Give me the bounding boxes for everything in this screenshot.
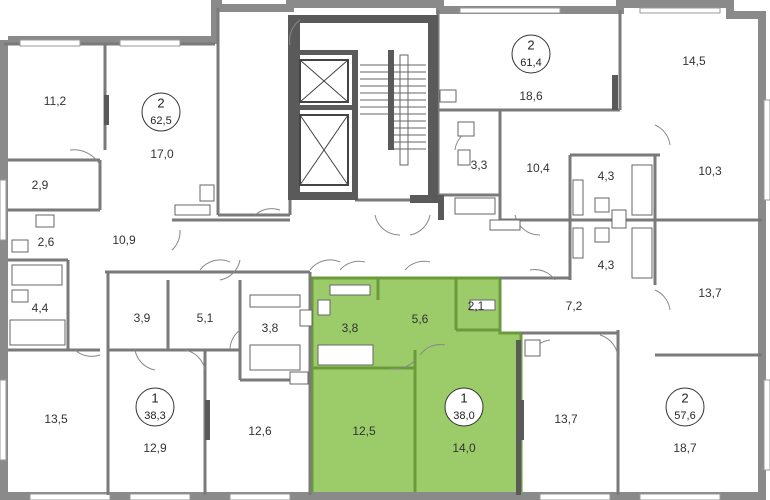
apartment-badge-highlighted[interactable]: 1 38,0 [444, 387, 484, 427]
columns [104, 15, 618, 495]
apartment-badge[interactable]: 2 57,6 [665, 387, 705, 427]
apartment-area: 38,0 [453, 410, 474, 422]
room-area-label: 13,7 [554, 412, 578, 426]
apartment-badge[interactable]: 1 38,3 [135, 387, 175, 427]
room-area-label: 10,4 [526, 161, 550, 175]
room-area-label: 10,3 [698, 164, 722, 178]
apartment-rooms: 2 [527, 37, 534, 52]
room-area-label: 11,2 [44, 94, 67, 108]
apartment-area: 62,5 [150, 115, 171, 127]
room-area-label: 10,9 [112, 233, 136, 247]
room-area-label: 2,1 [468, 299, 485, 313]
room-area-label: 14,0 [452, 441, 476, 455]
room-area-label: 5,1 [197, 311, 214, 325]
room-area-label: 4,3 [598, 258, 615, 272]
highlighted-apartment[interactable] [310, 276, 523, 497]
apartment-rooms: 1 [460, 390, 467, 405]
room-area-label: 7,2 [566, 299, 583, 313]
bathroom-fixtures [9, 89, 653, 385]
room-area-label: 14,5 [682, 54, 706, 68]
room-area-label: 3,8 [342, 321, 359, 335]
room-area-label: 18,7 [673, 441, 697, 455]
room-area-label: 4,3 [598, 169, 615, 183]
apartment-rooms: 2 [157, 95, 164, 110]
room-area-label: 13,5 [44, 412, 68, 426]
room-labels: 11,2 17,0 2,9 2,6 10,9 4,4 3,9 5,1 3,8 3… [32, 54, 722, 455]
apartment-area: 61,4 [520, 57, 541, 69]
room-area-label: 2,9 [32, 178, 49, 192]
apartment-area: 38,3 [144, 410, 165, 422]
room-area-label: 4,4 [32, 301, 49, 315]
room-area-label: 3,9 [134, 311, 151, 325]
room-area-label: 2,6 [38, 235, 55, 249]
apartment-rooms: 1 [151, 390, 158, 405]
apartment-badge[interactable]: 2 62,5 [141, 92, 181, 132]
apartment-badges: 2 62,5 2 61,4 1 38,3 1 38,0 2 57,6 [135, 34, 705, 427]
room-area-label: 3,8 [262, 321, 279, 335]
room-area-label: 3,3 [471, 158, 488, 172]
room-area-label: 12,5 [352, 424, 376, 438]
apartment-rooms: 2 [681, 390, 688, 405]
room-area-label: 18,6 [519, 89, 543, 103]
room-area-label: 17,0 [150, 147, 174, 161]
room-area-label: 12,6 [248, 424, 272, 438]
apartment-area: 57,6 [674, 410, 695, 422]
room-area-label: 5,6 [412, 312, 429, 326]
stairs-and-lift [299, 54, 426, 186]
room-area-label: 12,9 [143, 441, 167, 455]
windows [0, 7, 770, 500]
room-area-label: 13,7 [698, 286, 722, 300]
apartment-badge[interactable]: 2 61,4 [511, 34, 551, 74]
